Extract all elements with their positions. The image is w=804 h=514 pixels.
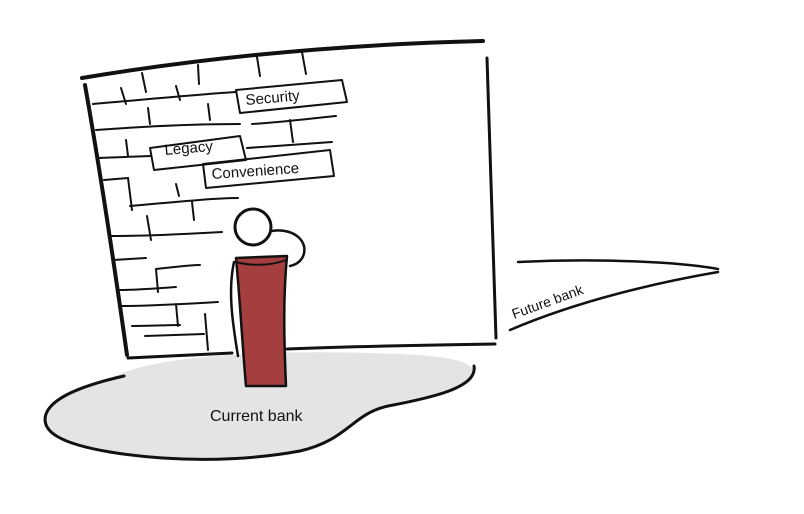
future-bank-path: Future bank — [508, 259, 720, 332]
convenience-brick: Convenience — [202, 149, 335, 189]
current-bank-label: Current bank — [210, 408, 303, 425]
current-bank-figure: Current bank — [210, 207, 306, 425]
figure-head — [233, 207, 273, 247]
current-bank-ground — [43, 352, 476, 461]
legacy-label: Legacy — [164, 138, 214, 159]
convenience-label: Convenience — [211, 160, 300, 183]
wall-outline — [80, 39, 498, 360]
wall-bricks — [92, 51, 337, 351]
security-brick: Security — [235, 79, 348, 114]
security-label: Security — [245, 87, 301, 109]
